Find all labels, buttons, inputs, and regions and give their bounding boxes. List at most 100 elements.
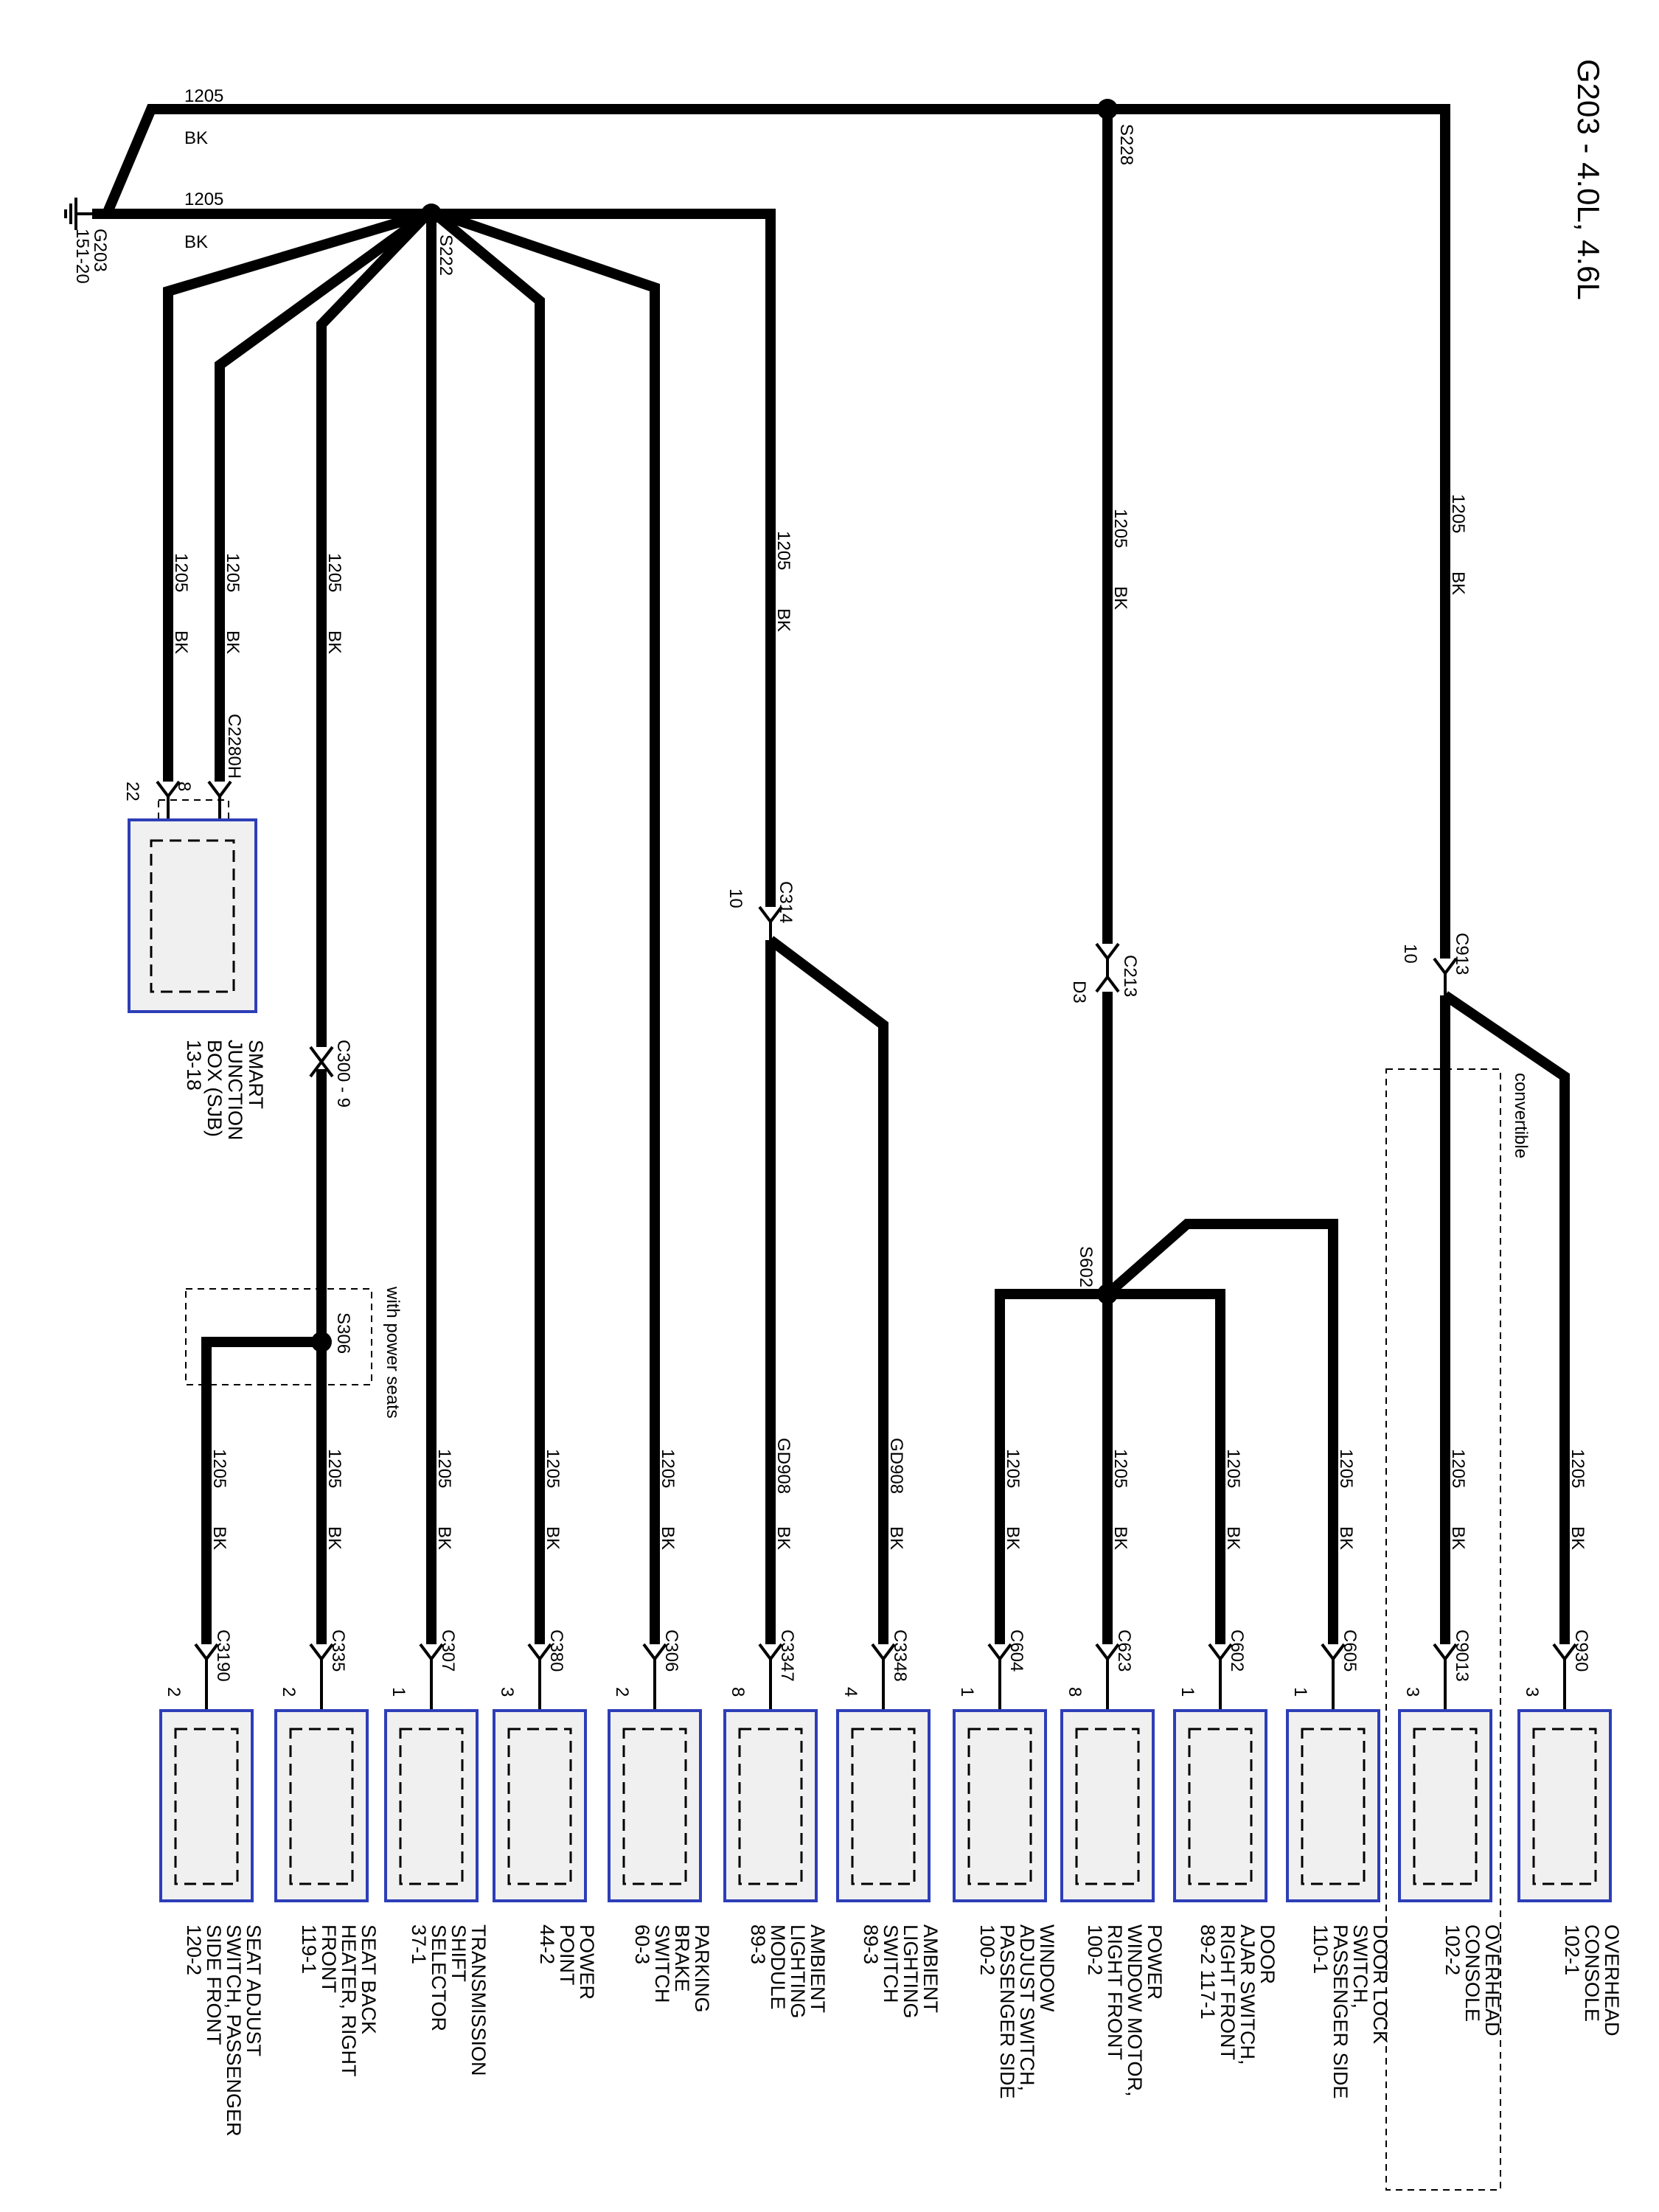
component-name-line: POWER xyxy=(576,1924,598,2000)
connector-pin-icon xyxy=(1095,1643,1120,1718)
svg-text:C300 - 9: C300 - 9 xyxy=(333,1040,353,1107)
sjb-line-4: 13-18 xyxy=(183,1040,205,1091)
label-bk: BK xyxy=(1568,1526,1587,1550)
sjb-connector: C2280H xyxy=(224,714,244,779)
label-1205: 1205 xyxy=(1110,1449,1130,1488)
ground-symbol-icon xyxy=(64,198,92,230)
svg-text:D3: D3 xyxy=(1069,981,1089,1004)
label-bk: BK xyxy=(1448,571,1468,595)
svg-text:C913: C913 xyxy=(1452,933,1472,975)
wire-c314-c3348 xyxy=(767,936,888,1644)
inline-connector-c913: C913 10 xyxy=(1400,933,1472,995)
component-inner-outline xyxy=(1532,1728,1597,1885)
connector-label: C623 xyxy=(1114,1630,1134,1672)
top-wire-color-1: BK xyxy=(184,128,208,148)
component-name-line: SHIFT xyxy=(448,1924,470,1982)
label-1205: 1205 xyxy=(1568,1449,1587,1488)
component-name-line: 60-3 xyxy=(631,1924,653,1964)
ground-name: G203 xyxy=(90,229,110,272)
component-inner-outline xyxy=(289,1728,354,1885)
label-1205: 1205 xyxy=(434,1449,454,1488)
label-1205: 1205 xyxy=(324,1449,344,1488)
connector-pin-icon xyxy=(987,1643,1012,1718)
connector-pin-icon xyxy=(1433,1643,1458,1718)
wire-s602-c602 xyxy=(1107,1289,1225,1644)
connector-pin-icon xyxy=(1321,1643,1346,1718)
label-bk: BK xyxy=(209,1526,229,1550)
component-name-line: SWITCH xyxy=(880,1924,902,2003)
power-seats-note: with power seats xyxy=(383,1286,403,1419)
component-name-line: 119-1 xyxy=(298,1924,320,1974)
connector-pin-icon xyxy=(1552,1643,1577,1718)
inline-connector-c314: C314 10 xyxy=(726,881,796,940)
label-1205: 1205 xyxy=(223,553,243,592)
component-name-line: AJAR SWITCH, xyxy=(1237,1924,1259,2065)
label-gd908: GD908 xyxy=(886,1438,906,1494)
component-inner-outline xyxy=(851,1728,916,1885)
component-name-line: 89-3 xyxy=(860,1924,882,1964)
wire-s222-sjb8 xyxy=(215,209,431,782)
svg-text:10: 10 xyxy=(1400,944,1420,964)
pin-number: 8 xyxy=(1065,1687,1085,1697)
component-name-line: HEATER, RIGHT xyxy=(338,1924,360,2077)
component-inner-outline xyxy=(507,1728,572,1885)
label-bk: BK xyxy=(773,608,793,632)
component-name-line: 44-2 xyxy=(536,1924,558,1964)
component-name-line: 37-1 xyxy=(408,1924,430,1964)
component-name-line: SELECTOR xyxy=(428,1924,450,2031)
connector-pin-icon xyxy=(1208,1643,1233,1718)
connector-pin-icon xyxy=(309,1643,334,1718)
connector-label: C307 xyxy=(438,1630,458,1672)
label-1205: 1205 xyxy=(773,531,793,570)
label-bk: BK xyxy=(773,1526,793,1550)
wire-s602-c604 xyxy=(995,1289,1107,1644)
component-name-line: RIGHT FRONT xyxy=(1217,1924,1239,2060)
label-bk: BK xyxy=(1110,586,1130,610)
pin-number: 1 xyxy=(1290,1687,1310,1697)
pin-number: 1 xyxy=(1178,1687,1197,1697)
connector-label: C602 xyxy=(1227,1630,1247,1672)
label-1205: 1205 xyxy=(543,1449,563,1488)
wire-s222-c380 xyxy=(431,209,545,1644)
diagram-title: G203 - 4.0L, 4.6L xyxy=(1571,59,1606,300)
label-bk: BK xyxy=(324,630,344,654)
pin-number: 4 xyxy=(841,1687,860,1697)
component-name-line: PASSENGER SIDE xyxy=(1329,1924,1352,2099)
label-1205: 1205 xyxy=(209,1449,229,1488)
component-name-line: 102-2 xyxy=(1441,1924,1464,1975)
pin-number: 2 xyxy=(279,1687,299,1697)
splice-s222-label: S222 xyxy=(436,234,456,276)
component-name-line: SEAT ADJUST xyxy=(243,1924,265,2056)
component-name-line: 100-2 xyxy=(976,1924,998,1975)
label-bk: BK xyxy=(223,630,243,654)
connector-pin-icon xyxy=(758,1643,783,1718)
component-inner-outline xyxy=(738,1728,803,1885)
connector-label: C380 xyxy=(546,1630,566,1672)
ground-ref: 151-20 xyxy=(72,229,92,284)
pin-number: 2 xyxy=(612,1687,632,1697)
component-name-line: SWITCH xyxy=(651,1924,673,2003)
component-name-line: 120-2 xyxy=(183,1924,205,1975)
sjb-line-3: BOX (SJB) xyxy=(204,1040,226,1137)
component-inner-outline xyxy=(1301,1728,1366,1885)
label-bk: BK xyxy=(1448,1526,1468,1550)
wire-s602-c605 xyxy=(1104,1219,1338,1644)
label-bk: BK xyxy=(1003,1526,1023,1550)
component-inner-outline xyxy=(1188,1728,1253,1885)
wire-s222-c300 xyxy=(316,210,432,1047)
component-name-line: 102-1 xyxy=(1561,1924,1583,1975)
component-inner-outline xyxy=(174,1728,239,1885)
connector-pin-icon xyxy=(194,1643,219,1718)
connector-label: C604 xyxy=(1006,1630,1026,1672)
label-1205: 1205 xyxy=(1110,509,1130,548)
smart-junction-box: C2280H 22 8 SMART JUNCTION BOX (SJB) 13-… xyxy=(122,714,267,1141)
upper-wire-labels: 1205 BK 1205 BK 1205 BK 1205 BK 1205 BK … xyxy=(171,494,1468,654)
connector-label: C930 xyxy=(1571,1630,1591,1672)
component-name-line: PARKING xyxy=(691,1924,713,2013)
wire-s222-c306 xyxy=(437,209,660,1644)
component-name-line: POWER xyxy=(1144,1924,1166,2000)
